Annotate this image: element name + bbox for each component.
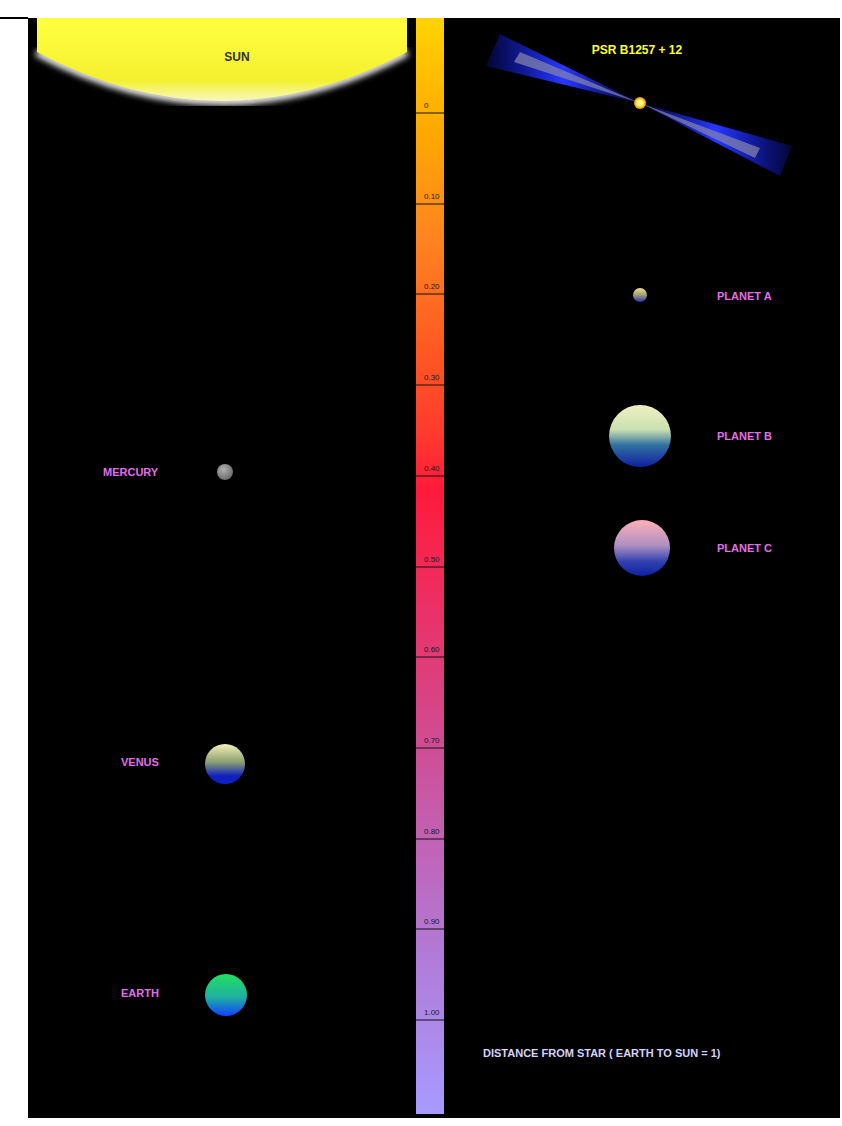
scale-tick-label: 0.90 [424,917,440,926]
planet-circle: EARTH [205,974,247,1016]
planet-circle: PLANET B [609,405,671,467]
node-label: PLANET B [717,430,772,442]
scale-tick-label: 0.30 [424,373,440,382]
planet-body [205,744,245,784]
planet-body [217,464,233,480]
scale-tick-label: 0.60 [424,645,440,654]
scale-tick-label: 0.40 [424,464,440,473]
node-label: EARTH [121,987,159,999]
scale-tick-label: 1.00 [424,1008,440,1017]
scale-tick-label: 0.80 [424,827,440,836]
scale-tick-label: 0.50 [424,555,440,564]
scale-tick-label: 0 [424,101,428,110]
planet-body [205,974,247,1016]
sun-band: SUN [37,18,407,96]
scale-tick-label: 0.10 [424,192,440,201]
node-label: MERCURY [103,466,158,478]
node-label: PSR B1257 + 12 [592,43,682,57]
pulsar-star: PSR B1257 + 12 [634,97,646,109]
node-label: PLANET A [717,290,772,302]
scale-tick-label: 0.20 [424,282,440,291]
planet-body [633,288,647,302]
planet-body [609,405,671,467]
planet-circle: PLANET C [614,520,670,576]
node-label: SUN [224,50,249,64]
node-label: VENUS [121,756,159,768]
scale-tick-label: 0.70 [424,736,440,745]
axis-note: DISTANCE FROM STAR ( EARTH TO SUN = 1) [483,1047,720,1059]
node-label: PLANET C [717,542,772,554]
planet-circle: MERCURY [217,464,233,480]
planet-body [614,520,670,576]
planet-body [634,97,646,109]
planet-circle: VENUS [205,744,245,784]
planet-circle: PLANET A [633,288,647,302]
